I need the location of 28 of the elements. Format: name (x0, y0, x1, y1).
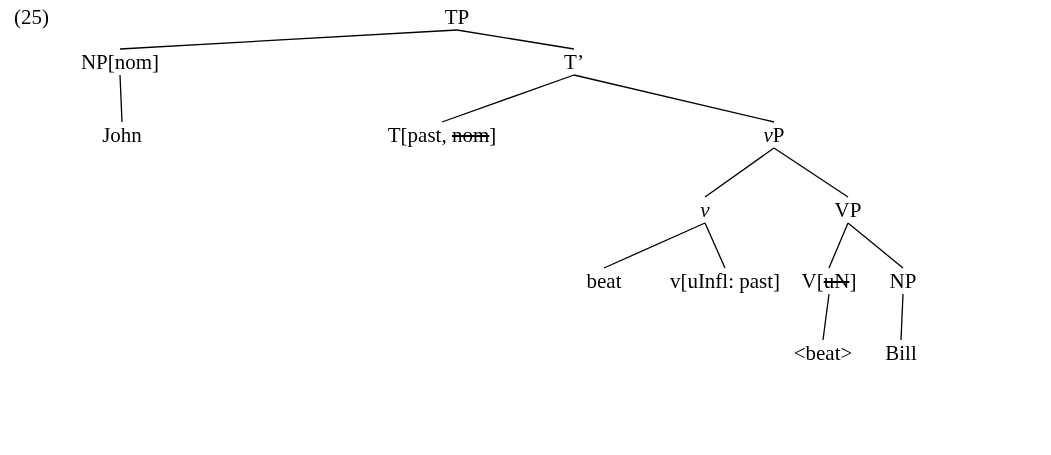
tree-branch (773, 147, 849, 198)
tree-node-label: V[uN] (801, 269, 857, 293)
tree-node-label: John (102, 123, 142, 147)
tree-branch (573, 74, 775, 123)
tree-branch (119, 74, 123, 123)
tree-branch (704, 222, 726, 269)
tree-node-label: Bill (885, 341, 917, 365)
tree-node-label: T’ (564, 50, 584, 74)
tree-node-label: vP (763, 123, 785, 147)
tree-branch (456, 29, 575, 50)
tree-branch (119, 29, 458, 50)
tree-node-label: NP[nom] (80, 50, 160, 74)
tree-branch (847, 222, 904, 269)
tree-branch (822, 293, 830, 341)
tree-branch (704, 147, 775, 198)
tree-node-label: VP (834, 198, 862, 222)
tree-node-label: v[uInfl: past] (669, 269, 781, 293)
tree-branch (828, 222, 849, 269)
tree-node-label: T[past, nom] (387, 123, 497, 147)
tree-branch (441, 74, 575, 123)
tree-branch (900, 293, 904, 341)
tree-node-label: TP (444, 5, 470, 29)
tree-node-label: <beat> (793, 341, 853, 365)
tree-node-label: beat (586, 269, 622, 293)
tree-branch (603, 222, 706, 269)
tree-node-label: v (700, 198, 710, 222)
tree-node-label: NP (889, 269, 917, 293)
example-number: (25) (14, 5, 49, 29)
